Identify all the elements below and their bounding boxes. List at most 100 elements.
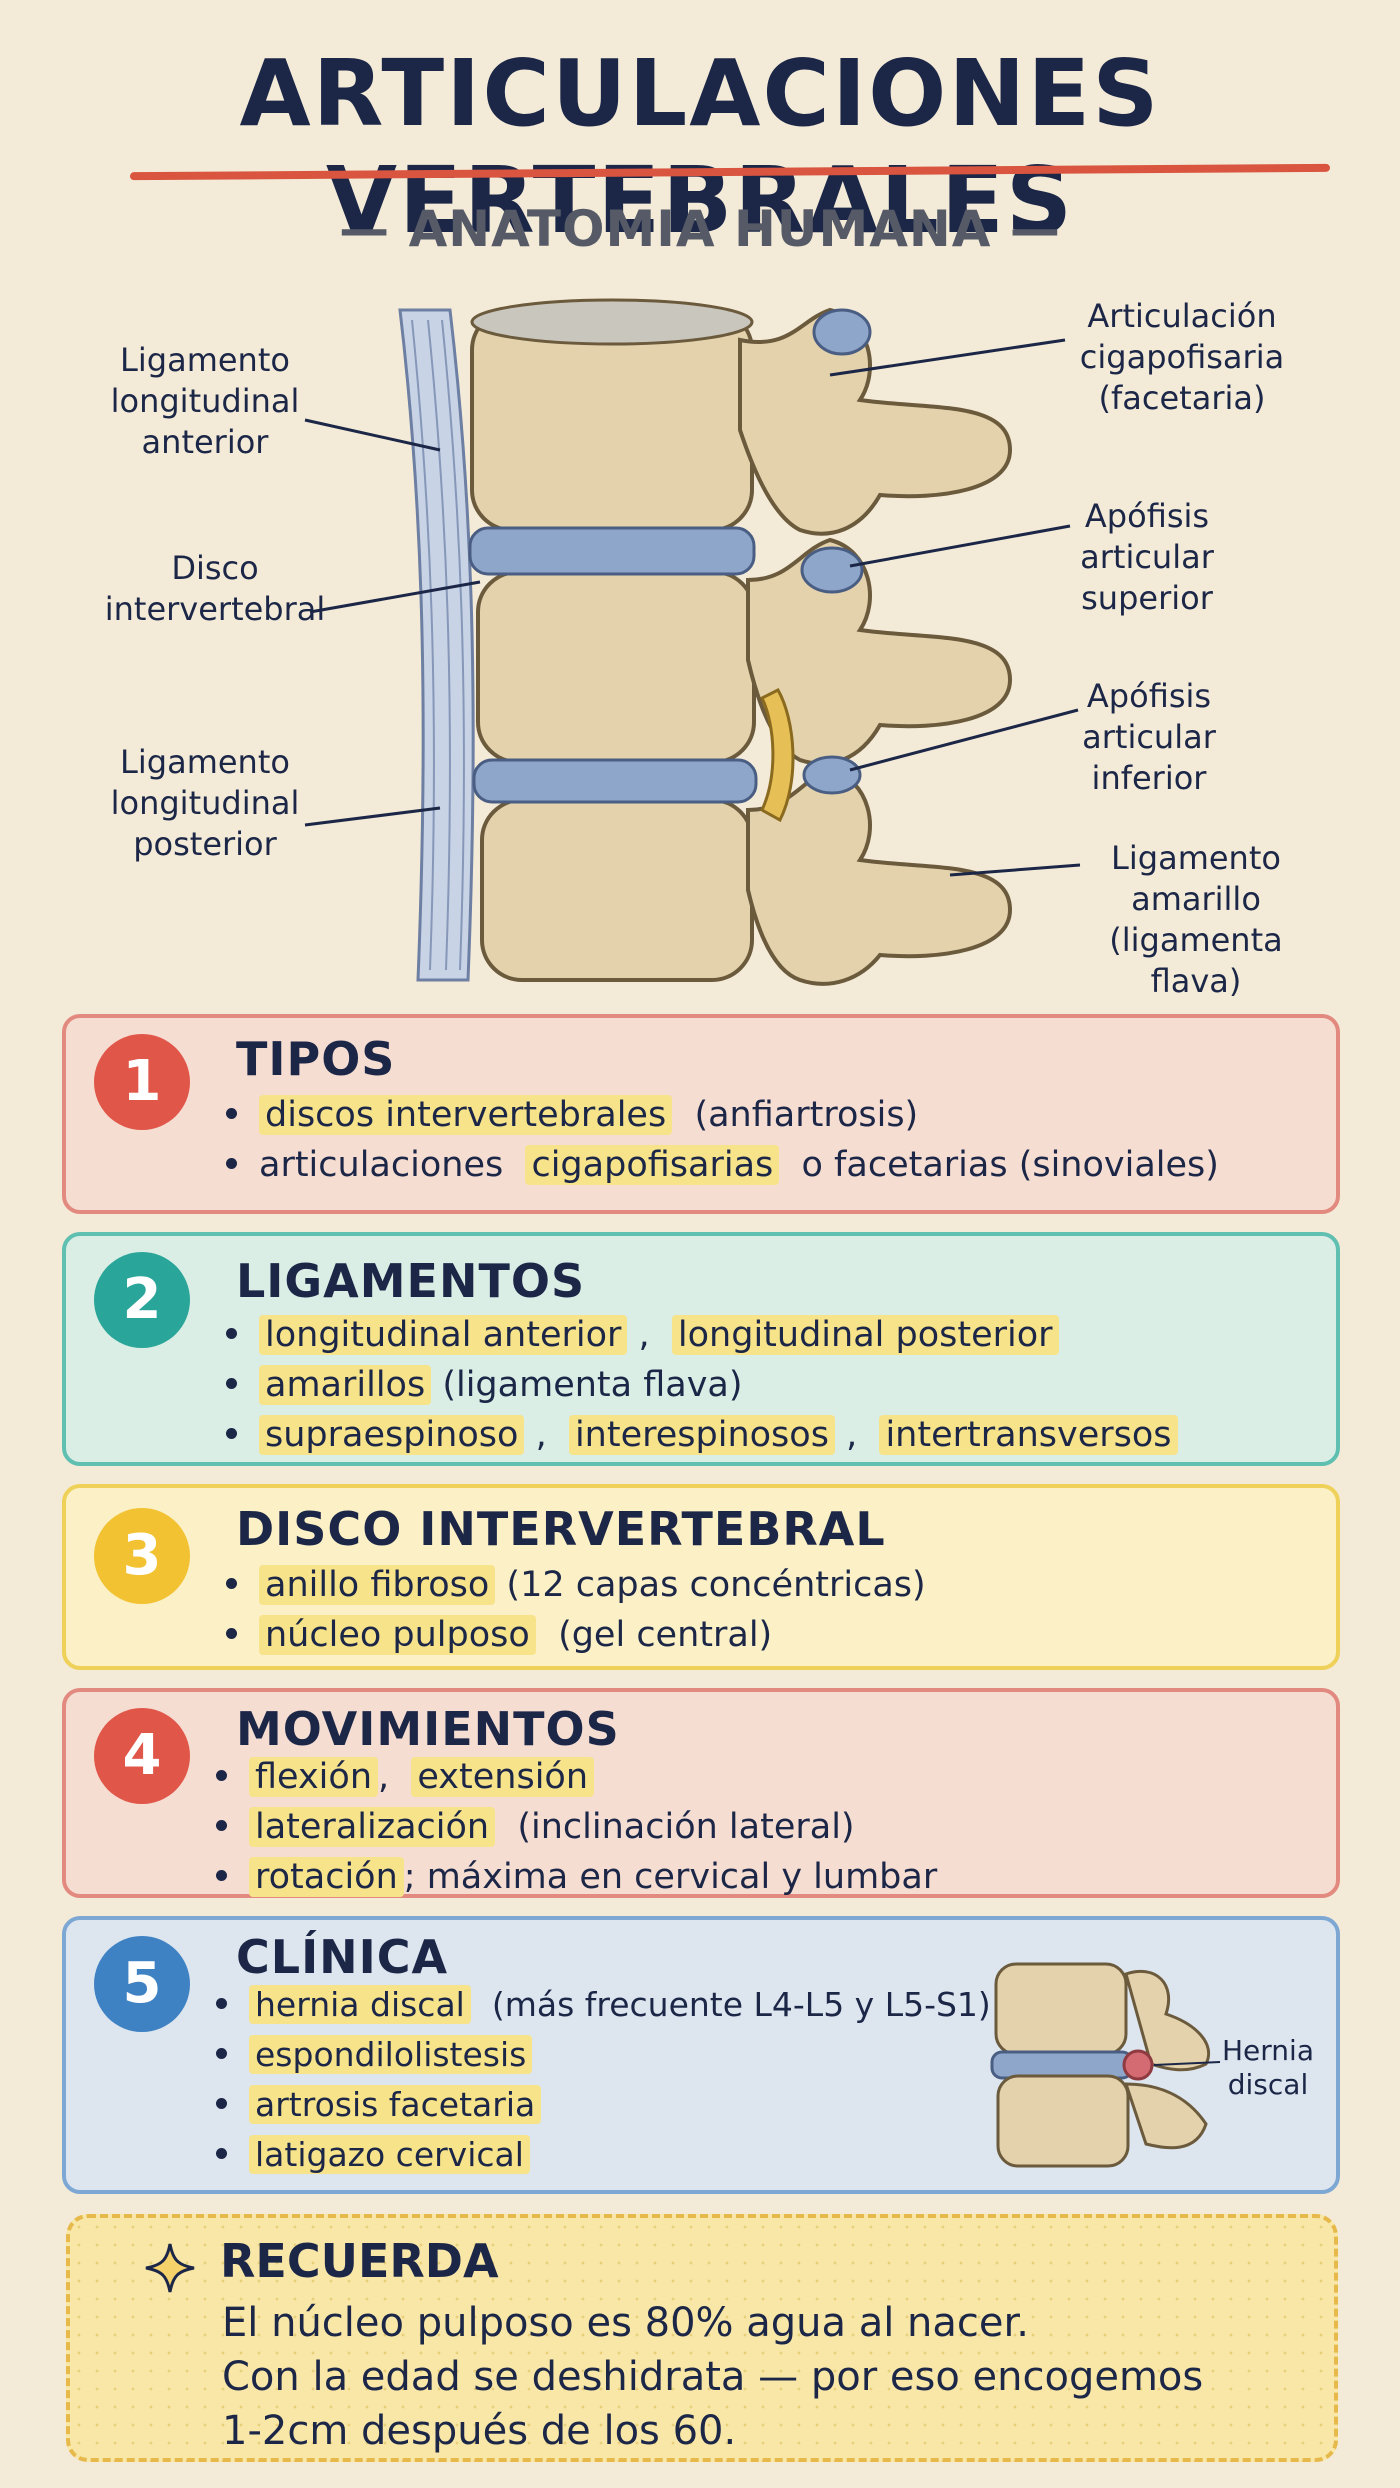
label-anterior-ligament: Ligamento longitudinal anterior	[110, 341, 300, 461]
label-hernia-discal: Hernia discal	[1222, 2034, 1314, 2101]
bullet-dot	[216, 1869, 227, 1881]
highlighted-term: longitudinal anterior	[259, 1315, 628, 1355]
bullet-text: (anfiartrosis)	[672, 1095, 919, 1135]
section-title: LIGAMENTOS	[236, 1254, 586, 1308]
section-tipos: 1 TIPOS discos intervertebrales (anfiart…	[62, 1014, 1340, 1214]
highlighted-term: longitudinal posterior	[671, 1315, 1059, 1355]
remember-line: Con la edad se deshidrata — por eso enco…	[222, 2354, 1204, 2400]
bullet-text: ,	[834, 1415, 880, 1455]
highlighted-term: rotación	[249, 1857, 404, 1897]
bullet-text: (gel central)	[535, 1615, 773, 1655]
highlighted-term: lateralización	[249, 1807, 496, 1847]
section-number-badge: 4	[94, 1708, 190, 1804]
section-title: MOVIMIENTOS	[236, 1702, 620, 1756]
label-facet-joint: Articulación cigapofisaria (facetaria)	[1079, 297, 1285, 417]
highlighted-term: intertransversos	[879, 1415, 1178, 1455]
vertebral-bodies	[470, 298, 756, 982]
spine-illustration	[304, 298, 1081, 986]
bullet-dot	[216, 2148, 227, 2159]
highlighted-term: artrosis facetaria	[249, 2085, 542, 2124]
highlighted-term: latigazo cervical	[249, 2135, 530, 2174]
anterior-ligament-band	[398, 308, 475, 982]
bullet-text: (12 capas concéntricas)	[495, 1565, 926, 1605]
label-intervertebral-disc: Disco intervertebral	[104, 549, 326, 628]
highlighted-term: flexión	[249, 1757, 378, 1797]
bullet-item: flexión, extensión	[216, 1752, 937, 1802]
bullet-dot	[226, 1107, 237, 1119]
bullet-dot	[216, 2098, 227, 2109]
highlighted-term: extensión	[411, 1757, 595, 1797]
highlighted-term: hernia discal	[249, 1985, 471, 2024]
bullet-text: o facetarias (sinoviales)	[779, 1145, 1219, 1185]
section-ligamentos: 2 LIGAMENTOS longitudinal anterior , lon…	[62, 1232, 1340, 1466]
bullet-item: articulaciones cigapofisarias o facetari…	[226, 1140, 1219, 1190]
label-ligamentum-flavum: Ligamento amarillo (ligamenta flava)	[1109, 839, 1283, 1000]
bullet-text: ,	[378, 1757, 412, 1797]
bullet-dot	[216, 2048, 227, 2059]
bullet-item: hernia discal (más frecuente L4-L5 y L5-…	[216, 1980, 991, 2030]
remember-line: 1-2cm después de los 60.	[222, 2408, 737, 2454]
section-bullets: discos intervertebrales (anfiartrosis)ar…	[226, 1090, 1219, 1190]
section-bullets: hernia discal (más frecuente L4-L5 y L5-…	[216, 1980, 991, 2180]
bullet-item: amarillos (ligamenta flava)	[226, 1360, 1178, 1410]
highlighted-term: amarillos	[259, 1365, 432, 1405]
posterior-elements	[738, 307, 1013, 986]
highlighted-term: discos intervertebrales	[259, 1095, 673, 1135]
bullet-item: supraespinoso , interespinosos , intertr…	[226, 1410, 1178, 1460]
page-title: ARTICULACIONES VERTEBRALES	[239, 40, 1161, 254]
label-posterior-ligament: Ligamento longitudinal posterior	[110, 743, 300, 863]
bullet-dot	[226, 1577, 237, 1589]
section-number-badge: 2	[94, 1252, 190, 1348]
section-bullets: longitudinal anterior , longitudinal pos…	[226, 1310, 1178, 1460]
highlighted-term: cigapofisarias	[525, 1145, 780, 1185]
bullet-dot	[226, 1377, 237, 1389]
section-clinica: 5 CLÍNICA hernia discal (más frecuente L…	[62, 1916, 1340, 2194]
bullet-dot	[216, 1998, 227, 2009]
label-superior-process: Apófisis articular superior	[1080, 497, 1214, 617]
bullet-dot	[226, 1157, 237, 1169]
bullet-item: longitudinal anterior , longitudinal pos…	[226, 1310, 1178, 1360]
section-number-badge: 3	[94, 1508, 190, 1604]
bullet-item: espondilolistesis	[216, 2030, 991, 2080]
page-subtitle: — ANATOMIA HUMANA —	[339, 200, 1061, 258]
bullet-item: discos intervertebrales (anfiartrosis)	[226, 1090, 1219, 1140]
ligamentum-flavum	[760, 688, 795, 823]
remember-title: RECUERDA	[220, 2234, 499, 2288]
section-title: CLÍNICA	[236, 1930, 449, 1984]
bullet-dot	[226, 1627, 237, 1639]
highlighted-term: supraespinoso	[259, 1415, 525, 1455]
bullet-item: lateralización (inclinación lateral)	[216, 1802, 937, 1852]
bullet-dot	[216, 1769, 227, 1781]
bullet-text: (inclinación lateral)	[495, 1807, 855, 1847]
section-disco: 3 DISCO INTERVERTEBRAL anillo fibroso (1…	[62, 1484, 1340, 1670]
leader-lines	[304, 338, 1081, 877]
label-inferior-process: Apófisis articular inferior	[1082, 677, 1216, 797]
bullet-item: artrosis facetaria	[216, 2080, 991, 2130]
intervertebral-discs	[468, 526, 758, 804]
section-title: DISCO INTERVERTEBRAL	[236, 1502, 886, 1556]
highlighted-term: espondilolistesis	[249, 2035, 533, 2074]
bullet-dot	[226, 1327, 237, 1339]
bullet-text: ; máxima en cervical y lumbar	[403, 1857, 938, 1897]
bullet-text: (más frecuente L4-L5 y L5-S1)	[470, 1985, 991, 2024]
section-bullets: anillo fibroso (12 capas concéntricas) nú…	[226, 1560, 926, 1660]
highlighted-term: anillo fibroso	[259, 1565, 496, 1605]
bullet-text: ,	[627, 1315, 672, 1355]
bullet-dot	[216, 1819, 227, 1831]
bullet-item: anillo fibroso (12 capas concéntricas)	[226, 1560, 926, 1610]
sparkle-icon	[145, 2243, 195, 2293]
section-number-badge: 5	[94, 1936, 190, 2032]
highlighted-term: núcleo pulposo	[259, 1615, 536, 1655]
facet-joints	[800, 308, 872, 795]
bullet-text: (ligamenta flava)	[431, 1365, 743, 1405]
bullet-item: rotación; máxima en cervical y lumbar	[216, 1852, 937, 1902]
remember-box: RECUERDA El núcleo pulposo es 80% agua a…	[66, 2214, 1338, 2462]
bullet-dot	[226, 1427, 237, 1439]
highlighted-term: interespinosos	[568, 1415, 835, 1455]
remember-text: El núcleo pulposo es 80% agua al nacer. …	[222, 2296, 1203, 2458]
remember-line: El núcleo pulposo es 80% agua al nacer.	[222, 2300, 1030, 2346]
herniated-disc-illustration	[990, 1962, 1221, 2168]
